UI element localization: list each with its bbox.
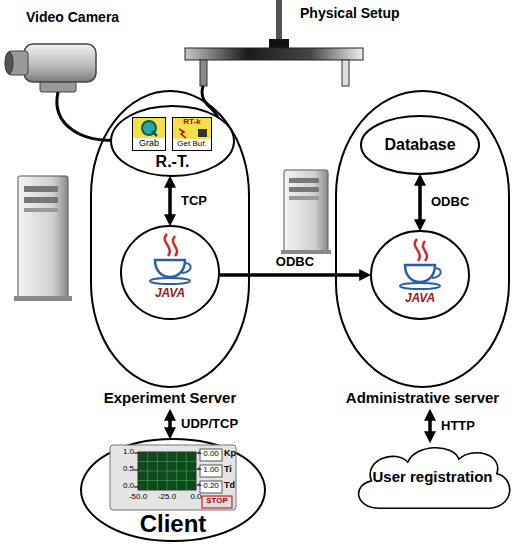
connector-label: ODBC (274, 255, 316, 269)
database-ellipse: Database (360, 115, 480, 175)
icon-frame (173, 118, 212, 151)
java-logo (150, 234, 191, 284)
gain-value: 0.20 (200, 482, 222, 491)
node-text: JAVA (155, 287, 185, 300)
server-ellipse: Experiment Server R.-T. Grab RT-kGet Buf. JA… (90, 90, 250, 410)
gain-name: Td (224, 481, 235, 491)
video-camera (5, 44, 96, 92)
app-icon: Grab (132, 117, 166, 151)
ellipse-outline (111, 106, 234, 176)
java-ellipse: JAVA (370, 230, 470, 320)
tower-drive (24, 197, 58, 203)
server-tower (14, 176, 72, 301)
tower-drive (289, 196, 319, 200)
button-label: STOP (202, 497, 232, 506)
icon-art (179, 129, 186, 138)
icon-art (198, 129, 207, 137)
setup-bar (185, 48, 363, 60)
tower-drive (24, 186, 58, 192)
server-tower (281, 170, 331, 254)
icon-art (152, 131, 157, 136)
tower-drive (289, 178, 319, 183)
realtime-ellipse: R.-T. Grab RT-kGet Buf. (110, 105, 235, 177)
node-text: RT-k (183, 118, 200, 127)
java-ellipse-outline (370, 230, 470, 320)
setup-leg (200, 60, 207, 86)
axis-tick-label: 1.0 (110, 448, 134, 457)
app-icon: RT-kGet Buf. (172, 117, 212, 151)
server-outline (91, 91, 249, 387)
tower-foot (14, 296, 72, 301)
java-logo (400, 239, 441, 289)
connector-arrow (428, 416, 432, 436)
connector-label: ODBC (429, 195, 471, 209)
control-panel (110, 445, 236, 510)
connector-label: TCP (179, 194, 209, 208)
ellipse-outline (121, 226, 219, 319)
ellipse-outline (371, 231, 469, 319)
node-text: Grab (139, 139, 159, 149)
server-ellipse: Administrative server DatabaseJAVA (335, 90, 510, 410)
node-text: User registration (372, 469, 492, 486)
ellipse-outline (361, 116, 479, 174)
tower-drive (24, 208, 58, 212)
connector-label: UDP/TCP (179, 417, 240, 431)
node-text: JAVA (405, 292, 435, 305)
icon-art (142, 121, 156, 135)
tower-foot (281, 250, 331, 254)
icon-art (133, 118, 165, 138)
setup-leg (342, 60, 349, 86)
gain-name: Kp (224, 449, 236, 459)
device-label: Video Camera (26, 10, 119, 25)
java-ellipse-outline (120, 225, 220, 320)
icon-frame (133, 118, 166, 151)
registration-cloud: User registration (350, 442, 515, 514)
ellipse-outline (81, 439, 265, 541)
node-text: Administrative server (346, 390, 499, 407)
connector-arrow (220, 273, 364, 277)
node-text: Get Buf. (177, 140, 206, 149)
node-text: Database (384, 136, 455, 154)
gain-name: Ti (224, 465, 232, 475)
axis-tick-label: -25.0 (152, 493, 182, 502)
cloud-outline (359, 448, 510, 509)
gain-value: 0.00 (200, 450, 222, 459)
client-ellipse: Client (80, 438, 266, 542)
gain-value: 1.00 (200, 466, 222, 475)
java-ellipse: JAVA (120, 225, 220, 320)
tower-case (18, 176, 68, 298)
connector-label: HTTP (439, 419, 477, 433)
tower-drive (289, 187, 319, 192)
axis-tick-label: 0.5 (110, 465, 134, 474)
axis-tick-label: 0.0 (110, 482, 134, 491)
server-outline (336, 91, 509, 387)
device-label: Physical Setup (300, 6, 400, 21)
connector-arrow (418, 181, 422, 224)
node-text: Experiment Server (104, 390, 237, 407)
node-text: Client (140, 511, 207, 537)
camera-cable (57, 92, 111, 140)
node-text: R.-T. (156, 153, 190, 171)
tower-case (284, 170, 328, 252)
icon-art (173, 118, 211, 139)
connector-arrow (168, 183, 172, 219)
camera-body (24, 44, 96, 82)
setup-pole (276, 0, 282, 44)
connector-arrow (168, 416, 172, 432)
camera-lens-front (5, 52, 13, 74)
axis-tick-label: -50.0 (123, 493, 153, 502)
